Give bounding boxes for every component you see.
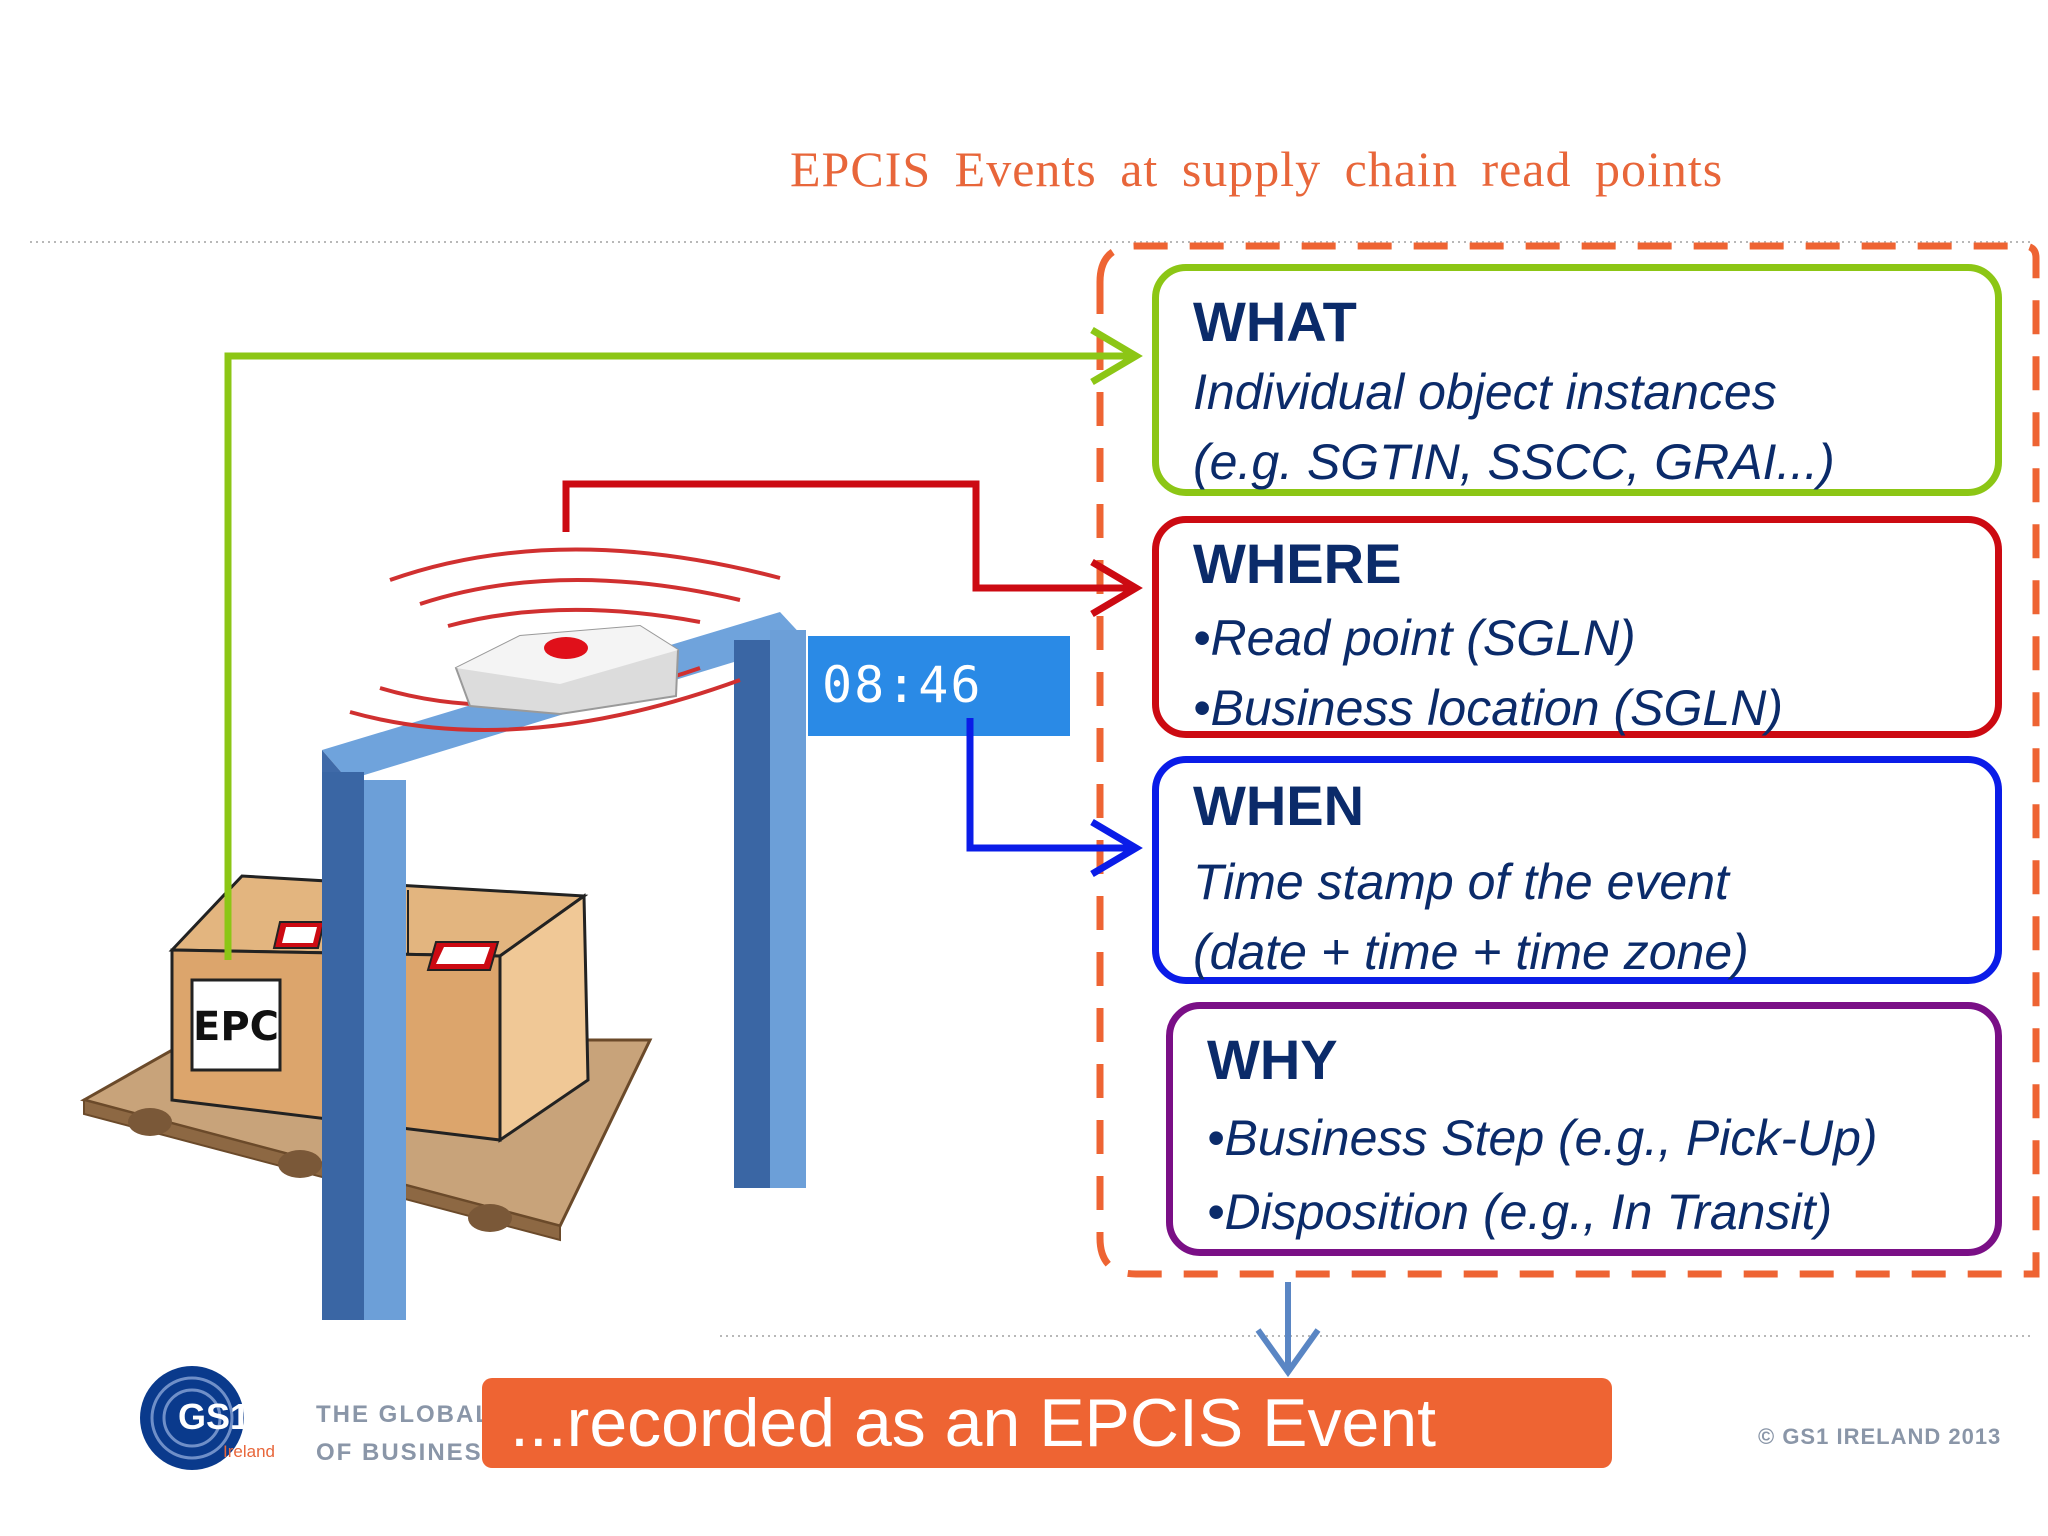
what-line-2: (e.g. SGTIN, SSCC, GRAI...) [1193,434,1835,490]
epc-label-icon [190,978,282,1072]
clock-time: 08:46 [822,656,983,714]
gs1-logo-subtext: Ireland [223,1442,275,1461]
when-box: WHEN Time stamp of the event (date + tim… [1152,756,2002,984]
epc-label-text: EPC [193,1004,279,1050]
rfid-reader-icon [349,547,781,732]
tagline-line-2: OF BUSINES [316,1439,483,1466]
what-connector-arrow [224,326,1143,960]
what-box: WHAT Individual object instances (e.g. S… [1152,264,2002,496]
where-box: WHERE •Read point (SGLN) •Business locat… [1152,516,2002,738]
footer-tagline: THE GLOBAL OF BUSINES [316,1396,492,1472]
where-line-2: •Business location (SGLN) [1193,680,1783,736]
epcis-event-frame [1096,242,2040,1278]
when-line-1: Time stamp of the event [1193,854,1729,910]
when-connector-arrow [966,718,1143,878]
gs1-logo-text: GS1 [178,1396,251,1437]
why-box: WHY •Business Step (e.g., Pick-Up) •Disp… [1166,1002,2002,1256]
tagline-line-1: THE GLOBAL [316,1401,492,1428]
when-line-2: (date + time + time zone) [1193,924,1749,980]
why-line-1: •Business Step (e.g., Pick-Up) [1207,1110,1878,1166]
where-connector-arrow [562,480,1143,618]
what-heading: WHAT [1193,290,1357,353]
copyright-text: © GS1 IRELAND 2013 [1758,1424,2002,1449]
slide-title: EPCIS Events at supply chain read points [790,141,1724,197]
clock-display [808,636,1070,736]
why-line-2: •Disposition (e.g., In Transit) [1207,1184,1833,1240]
why-heading: WHY [1207,1028,1338,1091]
where-heading: WHERE [1193,532,1402,595]
what-line-1: Individual object instances [1193,364,1777,420]
gs1-logo-icon [140,1366,244,1470]
when-heading: WHEN [1193,774,1365,837]
result-banner: ...recorded as an EPCIS Event [482,1378,1612,1468]
down-arrow-icon [1255,1282,1321,1378]
where-line-1: •Read point (SGLN) [1193,610,1636,666]
